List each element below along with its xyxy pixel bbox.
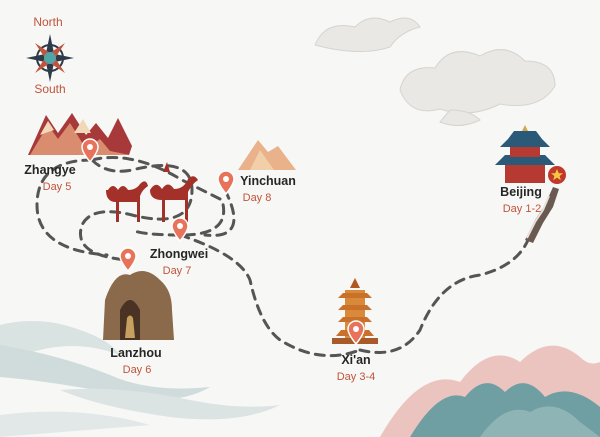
cave-icon <box>103 271 174 340</box>
route-line <box>35 156 532 358</box>
camel-icon <box>106 162 198 222</box>
city-name-zhongwei: Zhongwei <box>149 247 209 261</box>
city-day-beijing: Day 1-2 <box>502 203 542 215</box>
compass-icon <box>26 34 74 82</box>
location-pin-icon[interactable] <box>81 138 99 164</box>
city-name-xian: Xi'an <box>341 353 371 367</box>
mountain-icon <box>238 140 296 170</box>
city-name-lanzhou: Lanzhou <box>110 346 162 360</box>
city-day-lanzhou: Day 6 <box>122 364 152 376</box>
location-pin-icon[interactable] <box>171 217 189 243</box>
city-day-zhongwei: Day 7 <box>162 265 192 277</box>
city-name-zhangye: Zhangye <box>24 163 76 177</box>
temple-icon <box>495 125 555 183</box>
compass-north-label: North <box>33 15 63 29</box>
flag-icon <box>548 166 566 184</box>
city-day-xian: Day 3-4 <box>336 371 376 383</box>
location-pin-icon[interactable] <box>119 247 137 273</box>
city-day-yinchuan: Day 8 <box>242 192 272 204</box>
mountain-icon <box>380 345 600 437</box>
great-wall-icon <box>525 187 559 243</box>
location-pin-icon[interactable] <box>347 320 365 346</box>
location-pin-icon[interactable] <box>217 170 235 196</box>
city-name-beijing: Beijing <box>500 185 542 199</box>
cloud-icon <box>314 17 556 126</box>
city-day-zhangye: Day 5 <box>42 181 72 193</box>
river-icon <box>0 321 280 437</box>
mountain-icon <box>28 113 132 155</box>
city-name-yinchuan: Yinchuan <box>240 174 296 188</box>
compass-south-label: South <box>34 82 66 96</box>
